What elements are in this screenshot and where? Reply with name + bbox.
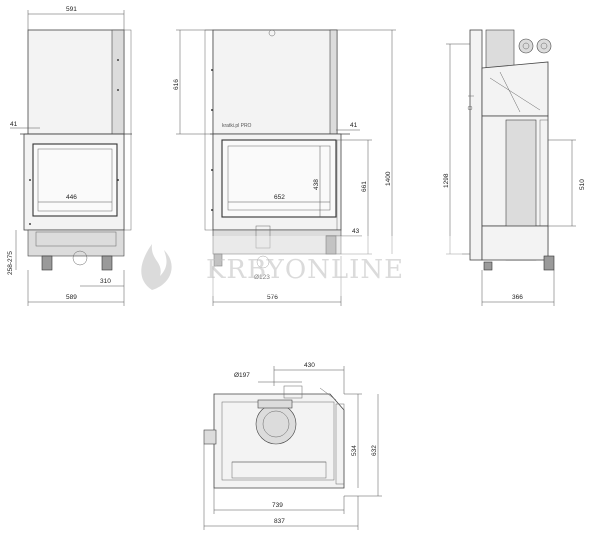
flame-logo-icon [141, 244, 172, 290]
middle-view: kratki.pl PRO 616 41 652 438 661 14 [173, 29, 396, 306]
dim-side-total-height-a: 661 [361, 181, 368, 192]
dim-plan-width-b: 837 [274, 518, 285, 525]
dim-plan-flue-dia: Ø197 [234, 372, 250, 379]
watermark-text: KRBYONLINE [206, 255, 404, 285]
dim-right-height: 1298 [443, 173, 450, 188]
dim-side-offset: 41 [350, 122, 358, 129]
dim-front-inner-width: 446 [66, 194, 77, 201]
dim-plan-depth-a: 534 [351, 445, 358, 456]
dim-front-left-offset: 41 [10, 121, 18, 128]
dim-side-total-height-b: 1400 [385, 171, 392, 186]
profile-view: 1298 510 366 [443, 29, 586, 306]
dim-plan-width-a: 739 [272, 502, 283, 509]
dim-front-flue-offset: 310 [100, 278, 111, 285]
dim-plan-top-width: 430 [304, 362, 315, 369]
dim-side-flue-dia: Ø123 [254, 274, 270, 281]
dim-side-bottom-width: 576 [267, 294, 278, 301]
dim-side-inner-width: 652 [274, 194, 285, 201]
dim-front-top-width: 591 [66, 6, 77, 13]
plan-view: Ø197 430 534 632 739 837 [203, 362, 382, 530]
front-view: 591 41 446 258-275 310 589 [7, 6, 132, 306]
dim-side-small: 43 [352, 228, 360, 235]
brand-label: kratki.pl PRO [222, 123, 252, 129]
dim-front-right-upper-height: 616 [173, 79, 180, 90]
dim-right-depth: 366 [512, 294, 523, 301]
dim-front-bottom-width: 589 [66, 294, 77, 301]
dim-side-glass-height: 438 [313, 179, 320, 190]
watermark: KRBYONLINE [128, 236, 462, 296]
dim-right-side-height: 510 [579, 179, 586, 190]
dim-front-left-height: 258-275 [7, 251, 14, 275]
dim-plan-depth-b: 632 [371, 445, 378, 456]
